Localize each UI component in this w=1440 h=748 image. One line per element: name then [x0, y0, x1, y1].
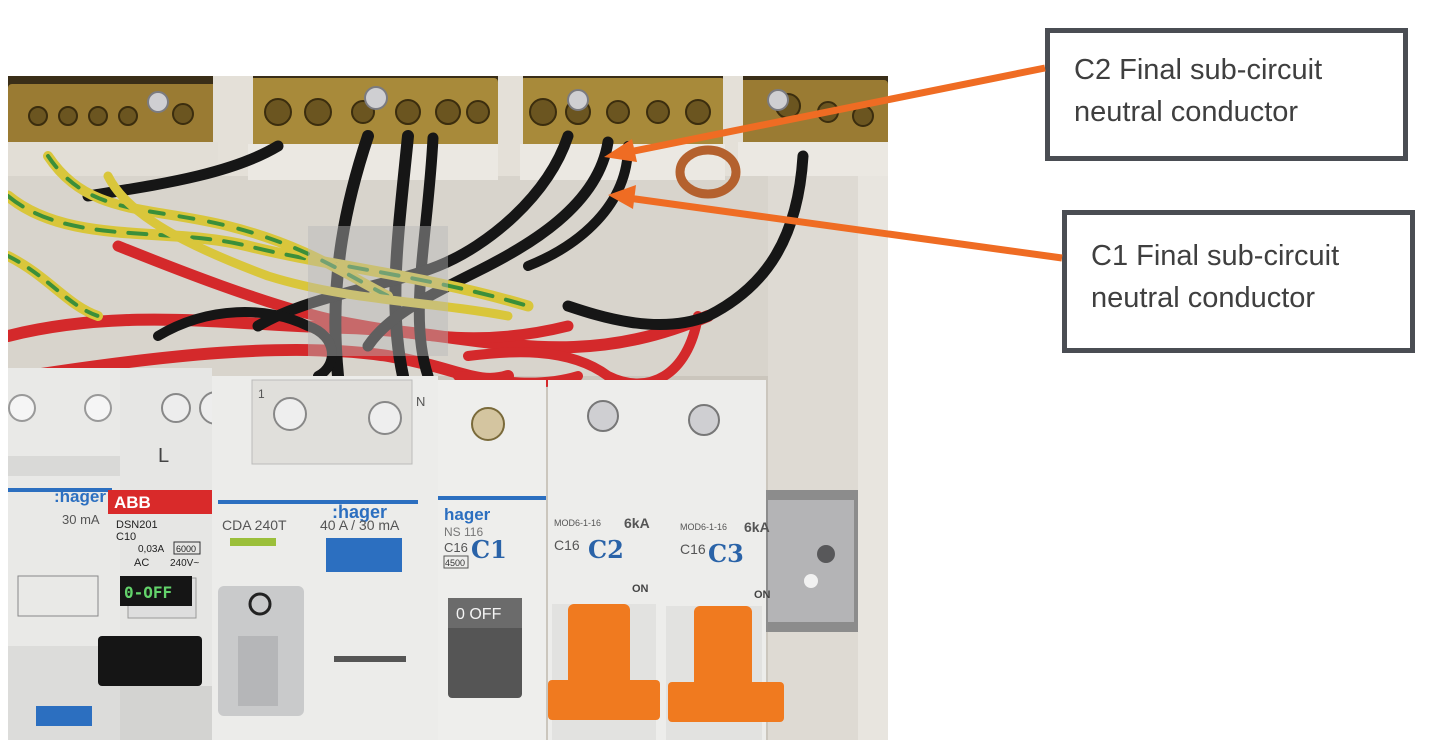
svg-text:L: L	[158, 445, 169, 467]
rcd-main: 1 N :hager CDA 240T 40 A / 30 mA	[212, 376, 438, 740]
mcb-c3: MOD6-1-16 6kA C16 C3 ON	[662, 380, 784, 740]
svg-text:240V~: 240V~	[170, 558, 199, 569]
svg-text:0-OFF: 0-OFF	[124, 583, 172, 602]
svg-text::hager: :hager	[332, 502, 387, 522]
svg-text:6kA: 6kA	[624, 515, 650, 531]
svg-text:4500: 4500	[445, 558, 465, 568]
svg-text:AC: AC	[134, 557, 149, 569]
svg-text:C16: C16	[444, 540, 468, 555]
wiring	[8, 130, 809, 389]
svg-text:C16: C16	[554, 537, 580, 553]
svg-text:ON: ON	[754, 589, 771, 601]
callout-c1-neutral: C1 Final sub-circuit neutral conductor	[1062, 210, 1415, 353]
mcb-c2: MOD6-1-16 6kA C16 C2 ON	[548, 380, 662, 740]
bus-bars	[8, 76, 888, 180]
svg-text:MOD6-1-16: MOD6-1-16	[554, 518, 601, 528]
svg-text:0,03A: 0,03A	[138, 544, 164, 555]
svg-text:CDA 240T: CDA 240T	[222, 517, 287, 533]
svg-text:6kA: 6kA	[744, 519, 770, 535]
svg-text:ON: ON	[632, 583, 649, 595]
callout-c1-line1: C1 Final sub-circuit	[1091, 240, 1340, 272]
mcb-c1-circuit-label: C1	[471, 535, 507, 564]
mcb-c1: hager NS 116 C16 4500 C1 0 OFF	[438, 380, 546, 740]
svg-text:ABB: ABB	[114, 493, 151, 512]
switchboard-photo: N :hager 30 mA L N ABB DSN201 C10 0,03A …	[8, 76, 888, 740]
svg-text:40 A / 30 mA: 40 A / 30 mA	[320, 517, 400, 533]
svg-text:6000: 6000	[176, 544, 196, 554]
svg-text:NS 116: NS 116	[444, 525, 483, 539]
mcb-c2-circuit-label: C2	[588, 535, 624, 564]
svg-text:0 OFF: 0 OFF	[456, 606, 502, 623]
svg-text::hager: :hager	[54, 487, 106, 506]
svg-text:1: 1	[258, 387, 265, 401]
rcd-left: N :hager 30 mA	[8, 368, 135, 740]
svg-text:N: N	[416, 394, 425, 409]
svg-text:DSN201: DSN201	[116, 519, 158, 531]
svg-text:C10: C10	[116, 531, 136, 543]
callout-c1-line2: neutral conductor	[1091, 282, 1316, 314]
svg-text:C16: C16	[680, 541, 706, 557]
callout-c2-neutral: C2 Final sub-circuit neutral conductor	[1045, 28, 1408, 161]
svg-text:MOD6-1-16: MOD6-1-16	[680, 522, 727, 532]
callout-c2-line2: neutral conductor	[1074, 96, 1299, 128]
svg-text:30 mA: 30 mA	[62, 512, 100, 527]
mcb-c3-circuit-label: C3	[708, 539, 744, 568]
callout-c2-line1: C2 Final sub-circuit	[1074, 54, 1323, 86]
svg-text:hager: hager	[444, 505, 491, 524]
